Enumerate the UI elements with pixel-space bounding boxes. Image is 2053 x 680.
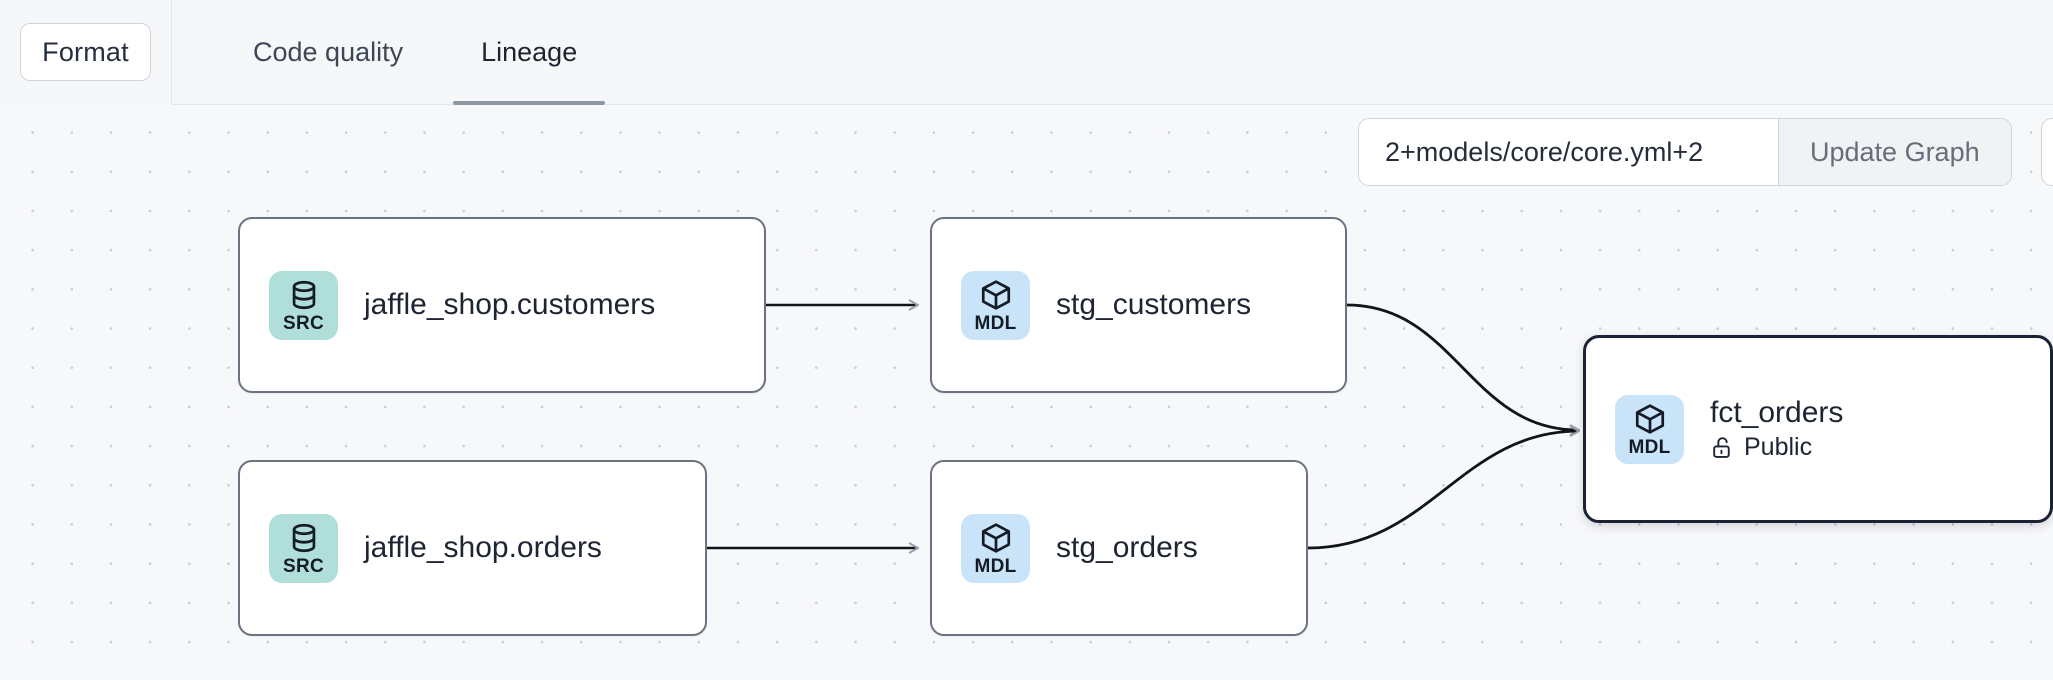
lineage-canvas[interactable]: SRC jaffle_shop.customers SRC jaffle_sho… bbox=[0, 105, 2053, 680]
lineage-node-jaffle-shop-orders[interactable]: SRC jaffle_shop.orders bbox=[238, 460, 707, 636]
database-icon bbox=[292, 523, 315, 552]
node-body: jaffle_shop.customers bbox=[364, 288, 655, 323]
badge-mdl: MDL bbox=[1615, 394, 1684, 464]
node-title: stg_customers bbox=[1056, 287, 1252, 321]
cube-icon bbox=[981, 279, 1010, 310]
graph-selector-input[interactable] bbox=[1359, 119, 1778, 185]
lineage-node-stg-orders[interactable]: MDL stg_orders bbox=[930, 460, 1308, 636]
node-title: jaffle_shop.customers bbox=[364, 287, 656, 321]
badge-label: MDL bbox=[1628, 436, 1671, 458]
lineage-node-fct-orders[interactable]: MDL fct_orders Public bbox=[1583, 335, 2053, 523]
badge-label: SRC bbox=[282, 555, 324, 577]
database-icon bbox=[292, 280, 315, 309]
badge-mdl: MDL bbox=[961, 513, 1030, 583]
node-title: stg_orders bbox=[1056, 530, 1198, 564]
tab-code-quality[interactable]: Code quality bbox=[253, 36, 404, 67]
node-body: jaffle_shop.orders bbox=[364, 531, 602, 566]
lineage-edges bbox=[707, 105, 2053, 680]
cube-icon bbox=[1635, 403, 1664, 434]
format-button-container: Format bbox=[0, 0, 172, 105]
node-title: jaffle_shop.orders bbox=[364, 530, 602, 564]
cube-icon bbox=[981, 522, 1010, 553]
node-access-badge: Public bbox=[1710, 433, 1843, 462]
node-access-label: Public bbox=[1744, 433, 1813, 462]
badge-label: MDL bbox=[974, 312, 1017, 334]
node-body: stg_orders bbox=[1056, 531, 1198, 566]
editor-header: Format Code quality Lineage bbox=[0, 0, 2053, 105]
badge-label: MDL bbox=[974, 555, 1017, 577]
edge-stg-customers-to-fct-orders bbox=[1346, 303, 1578, 430]
node-body: stg_customers bbox=[1056, 288, 1251, 323]
selector-group: Update Graph bbox=[1358, 118, 2012, 186]
unlock-icon bbox=[1713, 437, 1730, 459]
badge-src: SRC bbox=[269, 513, 338, 583]
format-button[interactable]: Format bbox=[20, 23, 151, 81]
tab-bar: Code quality Lineage bbox=[172, 0, 606, 105]
badge-label: SRC bbox=[282, 312, 324, 334]
tab-lineage[interactable]: Lineage bbox=[453, 0, 606, 105]
node-body: fct_orders Public bbox=[1710, 396, 1843, 463]
node-title: fct_orders bbox=[1710, 395, 1844, 429]
edge-stg-orders-to-fct-orders bbox=[1307, 431, 1578, 550]
lineage-node-jaffle-shop-customers[interactable]: SRC jaffle_shop.customers bbox=[238, 217, 766, 393]
graph-toolbar: Update Graph bbox=[1358, 118, 2012, 186]
graph-options-panel-edge[interactable] bbox=[2041, 118, 2053, 186]
badge-src: SRC bbox=[269, 270, 338, 340]
lineage-node-stg-customers[interactable]: MDL stg_customers bbox=[930, 217, 1347, 393]
update-graph-button[interactable]: Update Graph bbox=[1778, 119, 2011, 185]
badge-mdl: MDL bbox=[961, 270, 1030, 340]
